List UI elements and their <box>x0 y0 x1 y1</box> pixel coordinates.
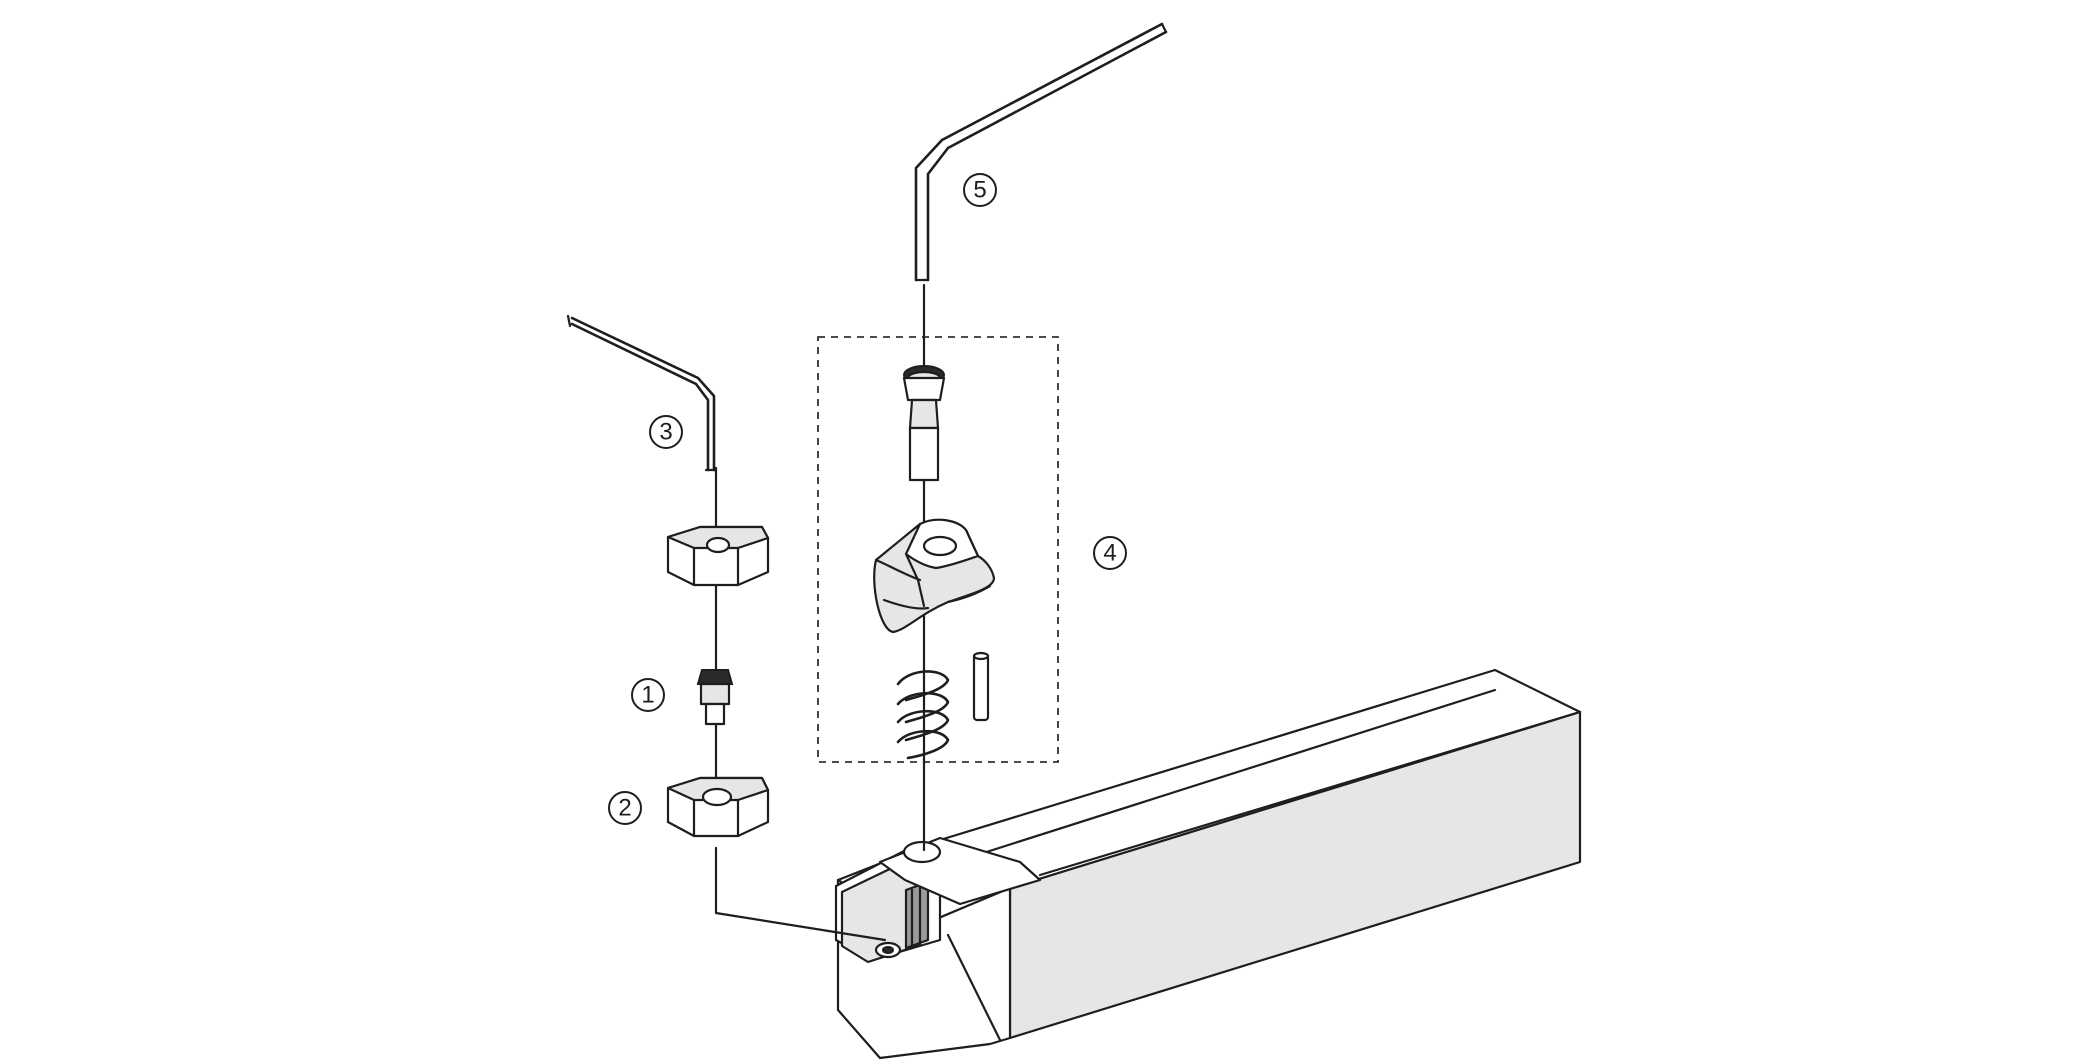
pin <box>972 651 990 722</box>
tool-holder-body <box>834 668 1582 1060</box>
clamp-kit-box <box>817 336 1059 763</box>
left-assembly-line <box>714 466 887 942</box>
clamp-screw <box>902 365 946 482</box>
callout-5-label: 5 <box>973 177 986 204</box>
hex-key-5 <box>914 22 1168 282</box>
callout-2-label: 2 <box>618 795 631 822</box>
shim <box>666 776 770 838</box>
callout-4: 4 <box>1093 536 1127 570</box>
callout-1-label: 1 <box>641 682 654 709</box>
callout-2: 2 <box>608 791 642 825</box>
insert-top <box>666 525 770 587</box>
callout-1: 1 <box>631 678 665 712</box>
callout-5: 5 <box>963 173 997 207</box>
callout-4-label: 4 <box>1103 540 1116 567</box>
callout-3-label: 3 <box>659 419 672 446</box>
callout-3: 3 <box>649 415 683 449</box>
clamp <box>873 518 996 634</box>
spring <box>896 670 950 760</box>
shim-screw <box>696 669 734 726</box>
hex-key-3 <box>566 314 718 472</box>
